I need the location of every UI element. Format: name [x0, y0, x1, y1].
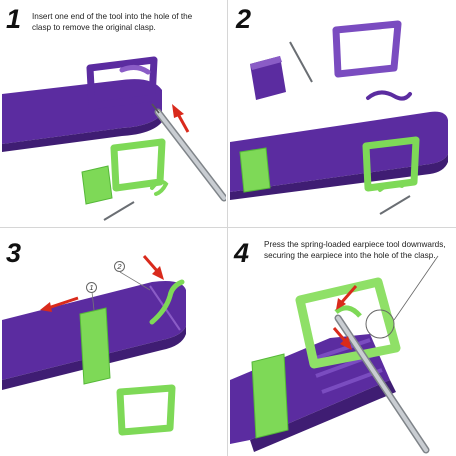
purple-clasp — [332, 20, 402, 78]
red-arrow-left — [40, 296, 79, 312]
green-prong — [150, 179, 169, 196]
step-1-caption: Insert one end of the tool into the hole… — [32, 12, 192, 33]
purple-prong — [366, 90, 412, 101]
step-1-illustration — [2, 56, 226, 221]
green-prong — [378, 182, 404, 192]
zoom-circle — [365, 309, 395, 339]
green-clasp — [295, 277, 401, 369]
green-prong — [149, 279, 185, 325]
watch-strap — [2, 79, 162, 144]
spring-bar — [289, 41, 313, 83]
callout-1: 1 — [86, 282, 97, 293]
red-arrow-top — [336, 285, 358, 310]
red-arrow — [172, 104, 190, 133]
step-2-panel: 2 — [230, 2, 454, 226]
spring-bar-tool — [151, 103, 226, 202]
step-2-number: 2 — [236, 4, 252, 34]
callout-2: 2 — [114, 261, 125, 272]
green-clasp — [362, 136, 420, 192]
step-3-number: 3 — [6, 238, 22, 268]
vertical-divider — [227, 0, 228, 456]
red-arrow — [332, 327, 352, 350]
spring-bar — [379, 195, 411, 215]
horizontal-divider — [0, 227, 456, 228]
green-clasp — [116, 384, 176, 436]
step-4-panel: 4 Press the spring-loaded earpiece tool … — [230, 230, 454, 454]
green-loop — [81, 165, 113, 205]
step-4-number: 4 — [234, 238, 250, 268]
watch-strap — [230, 111, 448, 192]
step-3-illustration — [2, 255, 186, 436]
step-4-caption-line-2: securing the earpiece into the hole of t… — [264, 250, 436, 260]
purple-clasp — [86, 56, 158, 110]
step-2-illustration — [230, 20, 448, 215]
red-arrow-down — [142, 255, 164, 280]
step-1-number: 1 — [6, 4, 22, 34]
step-1-panel: 1 Insert one end of the tool into the ho… — [2, 2, 226, 226]
step-1-caption-line-2: clasp to remove the original clasp. — [32, 22, 156, 32]
spring-bar — [103, 201, 135, 221]
green-loop — [239, 147, 271, 193]
spring-bar-tool — [334, 314, 430, 454]
green-clasp — [110, 138, 166, 192]
step-4-caption: Press the spring-loaded earpiece tool do… — [264, 240, 446, 261]
green-loop — [79, 307, 111, 385]
step-4-illustration — [230, 255, 439, 454]
step-3-panel: 3 1 2 — [2, 230, 226, 454]
step-1-caption-line-1: Insert one end of the tool into the hole… — [32, 12, 193, 21]
green-loop — [251, 353, 289, 439]
step-4-caption-line-1: Press the spring-loaded earpiece tool do… — [264, 240, 446, 249]
